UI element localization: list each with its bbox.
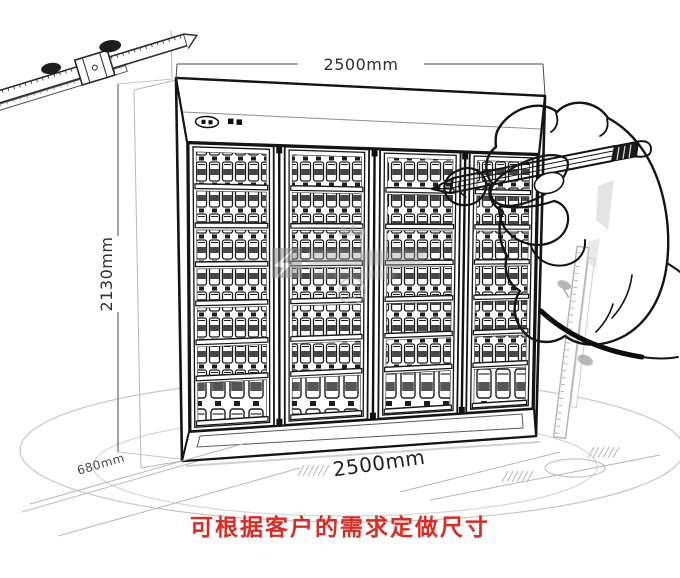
door-handle-bar xyxy=(371,152,376,416)
dim-top-width: 2500mm xyxy=(324,55,399,74)
vernier-caliper-sketch-icon xyxy=(0,33,199,112)
shelf-board xyxy=(384,330,453,339)
shelf-board xyxy=(290,333,363,342)
handle-cap xyxy=(371,149,378,157)
shelf-bottles-row xyxy=(473,366,527,404)
shelf-bottles-row xyxy=(196,190,267,224)
caption-text: 可根据客户的需求定做尺寸 xyxy=(190,515,490,541)
shelf-bottles-row xyxy=(195,151,267,186)
shelf-bottles-row xyxy=(196,267,267,301)
shelf-bottles-row xyxy=(474,334,527,363)
shelf-board xyxy=(474,224,531,230)
shelf-bottles-row xyxy=(291,340,361,372)
shelf-board xyxy=(471,399,528,409)
shelf-board xyxy=(384,363,453,373)
shelf-bottles-row xyxy=(291,154,362,188)
shelf-bottles-row xyxy=(386,193,453,225)
shelf-bottles-row xyxy=(197,379,267,421)
shelf-board xyxy=(194,183,269,191)
dim-height: 2130mm xyxy=(97,237,116,312)
shelf-board xyxy=(290,185,364,193)
shelf-board xyxy=(290,367,363,377)
shelf-board xyxy=(384,295,454,303)
handle-cap xyxy=(369,412,376,420)
shelf-board xyxy=(383,404,452,415)
door-4 xyxy=(464,151,539,415)
shelf-board xyxy=(290,410,363,421)
cabinet-side-hints xyxy=(133,29,183,469)
handle-cap xyxy=(276,418,283,426)
door-mullion-2 xyxy=(366,148,381,421)
shelf-board xyxy=(472,328,529,336)
shelf-bottles-row xyxy=(291,192,362,224)
shelf-bottles-row xyxy=(385,301,452,334)
door-mullion-1 xyxy=(273,145,286,427)
shelf-bottles-row xyxy=(476,195,530,225)
glass-doors xyxy=(187,142,539,433)
hand-holding-pencil-icon xyxy=(431,101,680,360)
door-1 xyxy=(187,142,276,433)
dim-depth: 680mm xyxy=(76,451,127,478)
door-handle-bar xyxy=(460,155,467,410)
handle-cap xyxy=(276,146,283,154)
shelf-bottles-row xyxy=(385,337,452,368)
cabinet-top-band xyxy=(174,76,547,156)
shelf-board xyxy=(194,222,269,229)
door-3 xyxy=(377,148,462,420)
shelf-board xyxy=(195,298,269,307)
handle-cap xyxy=(458,406,465,414)
shelf-board xyxy=(385,223,455,230)
temperature-controller-icon xyxy=(194,115,242,129)
shelf-bottles-row xyxy=(196,229,267,262)
watermark-logo-icon xyxy=(272,222,426,305)
cooler-cabinet xyxy=(174,76,547,463)
shelf-bottles-row xyxy=(196,306,267,340)
shelf-board xyxy=(195,372,269,382)
shelf-board xyxy=(194,260,269,268)
shelf-board xyxy=(195,415,269,427)
shelf-board xyxy=(472,360,528,369)
shelf-bottles-row xyxy=(197,344,267,376)
handle-cap xyxy=(462,152,469,160)
shelf-bottles-row xyxy=(385,370,451,409)
shelf-board xyxy=(290,222,364,230)
shelf-bottles-row xyxy=(291,374,361,415)
shelf-board xyxy=(473,258,530,265)
shelf-board xyxy=(473,293,530,301)
shelf-board xyxy=(195,336,269,346)
shelf-bottles-row xyxy=(291,303,362,337)
base-plinth xyxy=(181,408,537,462)
